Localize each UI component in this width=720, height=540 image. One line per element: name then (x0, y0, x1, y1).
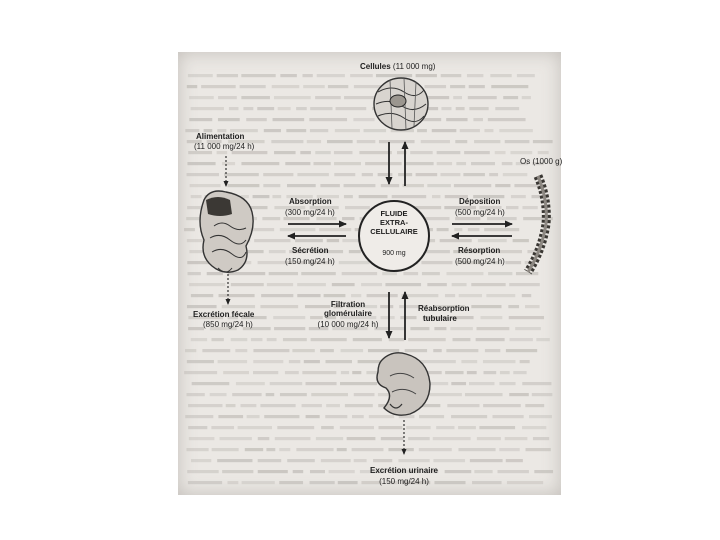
fecal-rate: (850 mg/24 h) (203, 320, 253, 329)
filtration-label: Filtration glomérulaire (308, 300, 388, 318)
deposition-title: Déposition (459, 197, 500, 206)
deposition-rate: (500 mg/24 h) (455, 208, 505, 217)
urinary-title: Excrétion urinaire (344, 466, 464, 475)
urinary-rate: (150 mg/24 h) (344, 477, 464, 486)
spine-illustration (528, 176, 546, 272)
ecf-label: FLUIDE EXTRA- CELLULAIRE (364, 209, 424, 236)
ecf-label-line1: FLUIDE (364, 209, 424, 218)
filtration-rate: (10 000 mg/24 h) (306, 320, 390, 329)
fecal-title: Excrétion fécale (193, 310, 254, 319)
filtration-line1: Filtration (308, 300, 388, 309)
ecf-amount: 900 mg (364, 250, 424, 257)
cells-label: Cellules (11 000 mg) (360, 62, 435, 71)
cells-illustration (374, 78, 428, 130)
resorption-title: Résorption (458, 246, 500, 255)
ecf-label-line3: CELLULAIRE (364, 227, 424, 236)
reabsorption-line2: tubulaire (423, 314, 457, 323)
secretion-rate: (150 mg/24 h) (285, 257, 335, 266)
filtration-line2: glomérulaire (308, 309, 388, 318)
intake-title: Alimentation (196, 132, 244, 141)
cells-title: Cellules (360, 62, 391, 71)
intestine-illustration (200, 191, 253, 272)
reabsorption-line1: Réabsorption (418, 304, 470, 313)
ecf-label-line2: EXTRA- (364, 218, 424, 227)
kidney-illustration (377, 353, 430, 415)
secretion-title: Sécrétion (292, 246, 328, 255)
absorption-rate: (300 mg/24 h) (285, 208, 335, 217)
bone-label: Os (1000 g) (520, 157, 562, 166)
absorption-title: Absorption (289, 197, 332, 206)
intake-rate: (11 000 mg/24 h) (194, 142, 254, 151)
cells-amount: (11 000 mg) (393, 62, 436, 71)
resorption-rate: (500 mg/24 h) (455, 257, 505, 266)
